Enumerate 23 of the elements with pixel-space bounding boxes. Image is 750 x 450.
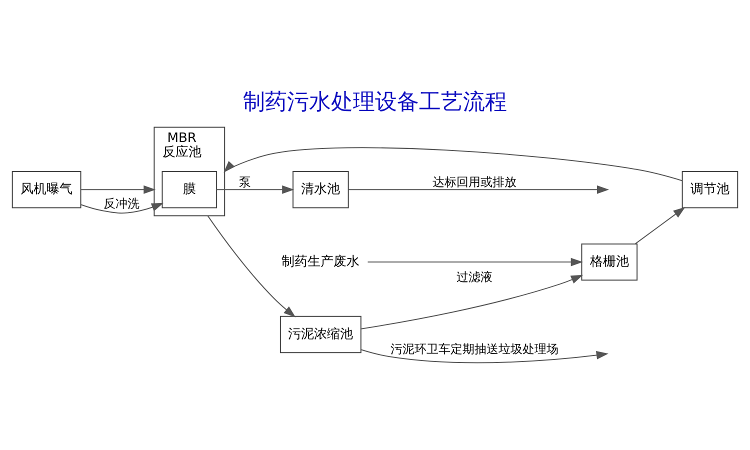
arrow — [368, 258, 583, 266]
arrow — [207, 216, 296, 318]
arrow — [224, 147, 682, 182]
arrow — [80, 185, 156, 194]
arrow — [361, 274, 584, 330]
arrow — [348, 185, 610, 194]
edge-label: 泵 — [239, 175, 252, 190]
edge-label: 反冲洗 — [104, 196, 140, 210]
node-box: 调节池 — [682, 171, 738, 208]
node-box: 膜 — [162, 171, 218, 208]
node-box: 污泥浓缩池 — [280, 316, 362, 354]
node-box: 格栅池 — [581, 243, 638, 281]
node-text: 制药生产废水 — [282, 254, 360, 270]
node-box: 清水池 — [292, 171, 349, 208]
diagram-title: 制药污水处理设备工艺流程 — [243, 88, 507, 115]
arrow — [634, 207, 686, 244]
node-box: 风机曝气 — [12, 171, 82, 208]
arrow — [216, 185, 294, 194]
edge-label: 达标回用或排放 — [432, 175, 517, 190]
edge-label: 污泥环卫车定期抽送垃圾处理场 — [390, 342, 559, 356]
arrow — [360, 349, 608, 364]
edge-label: 过滤液 — [456, 270, 493, 284]
arrow — [80, 202, 164, 214]
